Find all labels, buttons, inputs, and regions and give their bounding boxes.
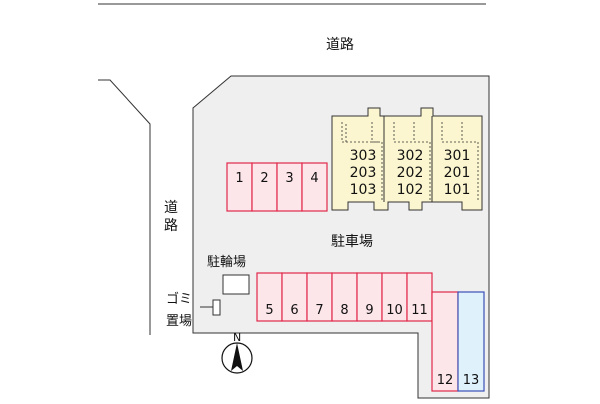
parking-space-number: 1 [235,171,243,186]
bicycle-parking-label: 駐輪場 [207,254,246,270]
parking-space [356,272,383,322]
building-footprint [331,107,483,211]
parking-space-number: 7 [315,303,323,318]
parking-space [431,291,459,392]
room-number: 103 [350,182,377,198]
bicycle-parking-box [222,274,250,295]
parking-space [406,272,433,322]
parking-space [457,291,485,392]
room-number: 102 [397,182,424,198]
parking-row-bottom: 5 6 7 8 9 10 11 [256,272,433,322]
parking-space-number: 5 [265,303,273,318]
parking-space [381,272,408,322]
parking-space [251,162,278,212]
parking-space [281,272,308,322]
parking-space-number: 9 [365,303,373,318]
road-edge-left-outer [98,79,151,335]
room-number: 301 [444,148,471,164]
north-label: N [233,331,241,344]
garbage-box [212,299,221,316]
apartment-building: 303 302 301 203 202 201 103 102 101 [331,107,483,211]
garbage-label-1: ゴミ [166,291,192,307]
parking-space-number: 8 [340,303,348,318]
parking-space-number: 13 [463,373,480,388]
room-number: 101 [444,182,471,198]
parking-space-number: 3 [285,171,293,186]
parking-space-number: 11 [411,303,428,318]
unit-interior-dashed-2 [393,122,431,200]
road-label-left-2: 路 [164,218,178,234]
parking-space-number: 4 [310,171,318,186]
room-number: 303 [350,148,377,164]
unit-interior-dashed-1 [341,122,383,200]
parking-space [306,272,333,322]
parking-lot-label: 駐車場 [331,233,373,250]
road-label-left-1: 道 [164,200,178,216]
road-label-top: 道路 [326,37,354,53]
parking-space [276,162,303,212]
north-compass-icon: N [221,331,253,374]
parking-column-right: 12 13 [431,291,485,392]
parking-space [301,162,328,212]
parking-space-number: 10 [386,303,403,318]
parking-space [331,272,358,322]
parking-space-number: 2 [260,171,268,186]
garbage-label-2: 置場 [166,314,192,329]
parking-space-number: 12 [437,373,454,388]
room-number: 302 [397,148,424,164]
parking-space-number: 6 [290,303,298,318]
room-number: 203 [350,165,377,181]
room-number: 201 [444,165,471,181]
parking-space [256,272,283,322]
room-number: 202 [397,165,424,181]
unit-interior-dashed-3 [441,122,479,200]
parking-row-top: 1 2 3 4 [226,162,328,212]
